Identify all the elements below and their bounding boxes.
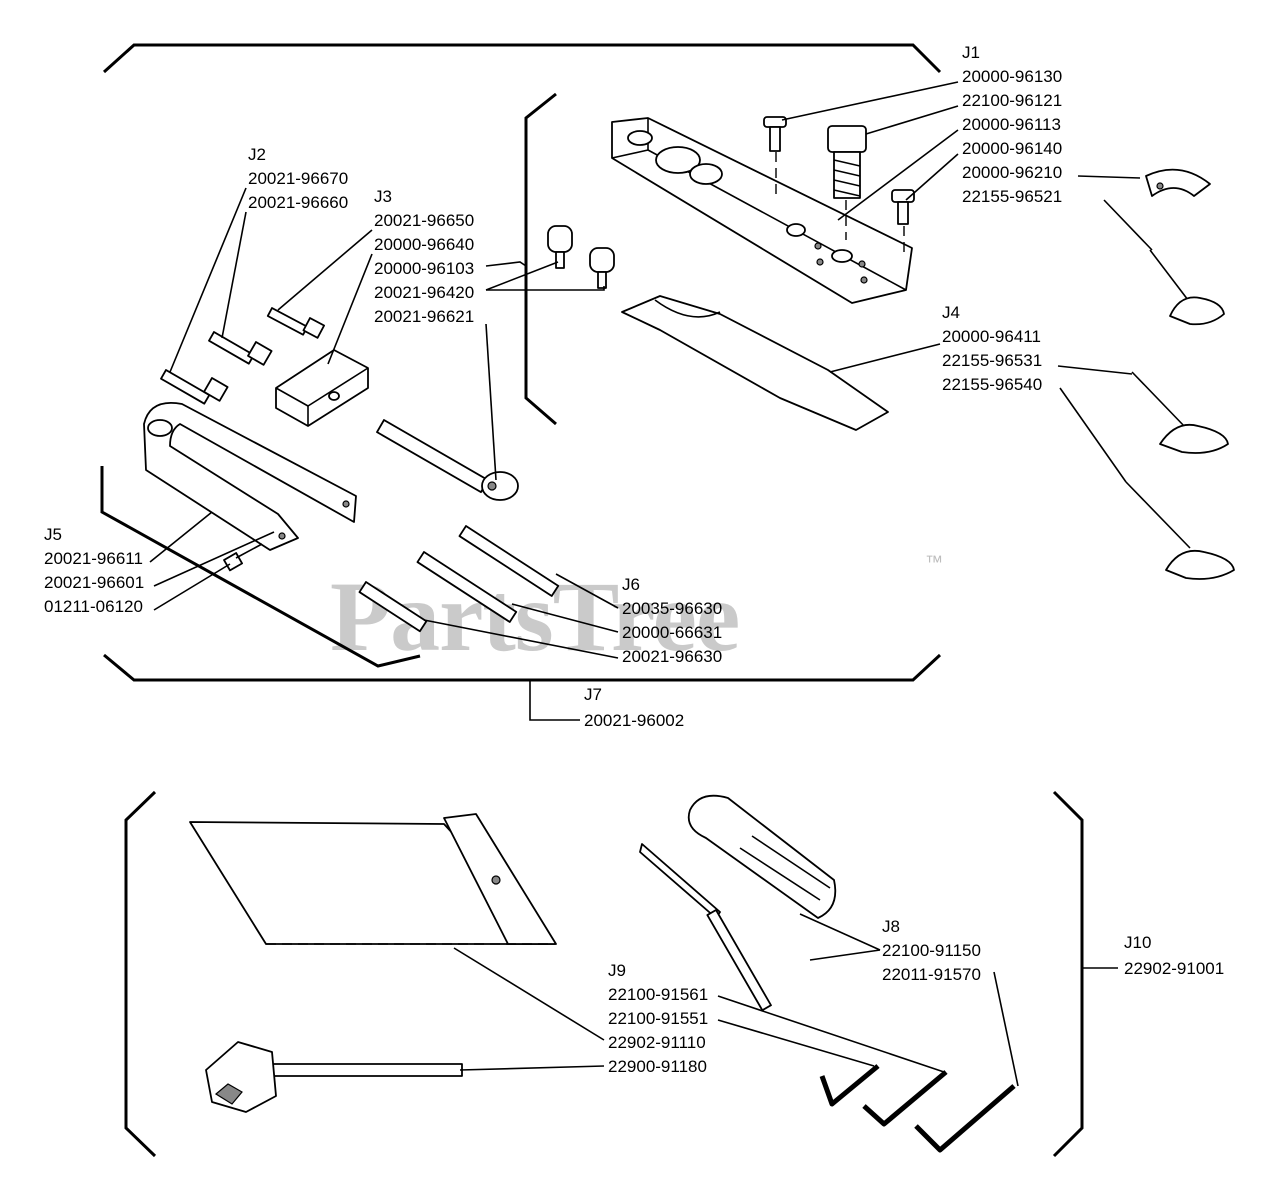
group-code-j7: J7	[584, 685, 602, 704]
part-number[interactable]: 20000-96103	[374, 259, 474, 278]
j9-feeler-sheet-drawing	[189, 813, 557, 945]
part-number[interactable]: 22100-91551	[608, 1009, 708, 1028]
group-code-j8: J8	[882, 917, 900, 936]
group-code-j3: J3	[374, 187, 392, 206]
j1-alignment-block-drawing	[611, 117, 913, 304]
part-number[interactable]: 20021-96670	[248, 169, 348, 188]
part-number[interactable]: 22100-96121	[962, 91, 1062, 110]
part-number[interactable]: 20021-96621	[374, 307, 474, 326]
group-code-j1: J1	[962, 43, 980, 62]
group-j7-labels: J7 20021-96002	[584, 685, 684, 730]
group-j2-labels: J2 20021-96670 20021-96660	[248, 145, 348, 212]
group-j4-labels: J4 20000-96411 22155-96531 22155-96540	[942, 303, 1042, 394]
part-number[interactable]: 22900-91180	[608, 1057, 707, 1076]
part-number[interactable]: 20035-96630	[622, 599, 722, 618]
part-number[interactable]: 22155-96531	[942, 351, 1042, 370]
group-code-j9: J9	[608, 961, 626, 980]
part-number[interactable]: 20021-96630	[622, 647, 722, 666]
part-number[interactable]: 20000-96130	[962, 67, 1062, 86]
group-code-j2: J2	[248, 145, 266, 164]
watermark-trademark: ™	[925, 552, 943, 572]
bracket-upper-kit	[100, 43, 942, 682]
j5-u-frame-drawing	[143, 402, 357, 551]
j1-clip-drawing	[1145, 168, 1211, 197]
probe-tools-drawing	[1125, 249, 1235, 580]
j5-screw-drawing	[223, 543, 263, 572]
group-code-j5: J5	[44, 525, 62, 544]
bracket-lower-kit	[124, 790, 1084, 1158]
part-number[interactable]: 22011-91570	[882, 965, 981, 984]
part-number[interactable]: 01211-06120	[44, 597, 143, 616]
group-code-j4: J4	[942, 303, 960, 322]
group-j3-labels: J3 20021-96650 20000-96640 20000-96103 2…	[374, 187, 474, 326]
part-number[interactable]: 20000-66631	[622, 623, 722, 642]
group-code-j6: J6	[622, 575, 640, 594]
part-number[interactable]: 22100-91561	[608, 985, 708, 1004]
j3-threaded-rod-drawing	[376, 419, 519, 501]
part-number[interactable]: 20021-96002	[584, 711, 684, 730]
part-number[interactable]: 22155-96540	[942, 375, 1042, 394]
group-j10-labels: J10 22902-91001	[1124, 933, 1224, 978]
part-number[interactable]: 20021-96420	[374, 283, 474, 302]
group-j8-labels: J8 22100-91150 22011-91570	[882, 917, 981, 984]
part-number[interactable]: 22902-91001	[1124, 959, 1224, 978]
part-number[interactable]: 20021-96660	[248, 193, 348, 212]
part-number[interactable]: 20021-96650	[374, 211, 474, 230]
leader-lines	[149, 81, 1153, 1087]
part-number[interactable]: 20000-96113	[962, 115, 1061, 134]
j8-screwdriver-drawing	[639, 794, 837, 1012]
group-j6-labels: J6 20035-96630 20000-66631 20021-96630	[622, 575, 722, 666]
part-number[interactable]: 20000-96210	[962, 163, 1062, 182]
part-number[interactable]: 22902-91110	[608, 1033, 706, 1052]
j4-gauge-plate-drawing	[621, 295, 889, 431]
j6-pins-drawing	[358, 525, 560, 633]
j3-small-screws-drawing	[547, 225, 615, 289]
group-j1-labels: J1 20000-96130 22100-96121 20000-96113 2…	[962, 43, 1062, 206]
part-number[interactable]: 20000-96640	[374, 235, 474, 254]
part-number[interactable]: 22155-96521	[962, 187, 1062, 206]
part-number[interactable]: 20021-96601	[44, 573, 144, 592]
part-number[interactable]: 20000-96411	[942, 327, 1041, 346]
j1-bolts-drawing	[763, 116, 915, 252]
j9-hex-keys-drawing	[819, 1064, 1016, 1153]
group-j9-labels: J9 22100-91561 22100-91551 22902-91110 2…	[608, 961, 708, 1076]
part-number[interactable]: 22100-91150	[882, 941, 981, 960]
group-code-j10: J10	[1124, 933, 1151, 952]
part-number[interactable]: 20000-96140	[962, 139, 1062, 158]
j2-j3-pins-drawing	[160, 307, 369, 427]
part-number[interactable]: 20021-96611	[44, 549, 143, 568]
group-j5-labels: J5 20021-96611 20021-96601 01211-06120	[44, 525, 144, 616]
j9-box-wrench-drawing	[205, 1041, 463, 1113]
